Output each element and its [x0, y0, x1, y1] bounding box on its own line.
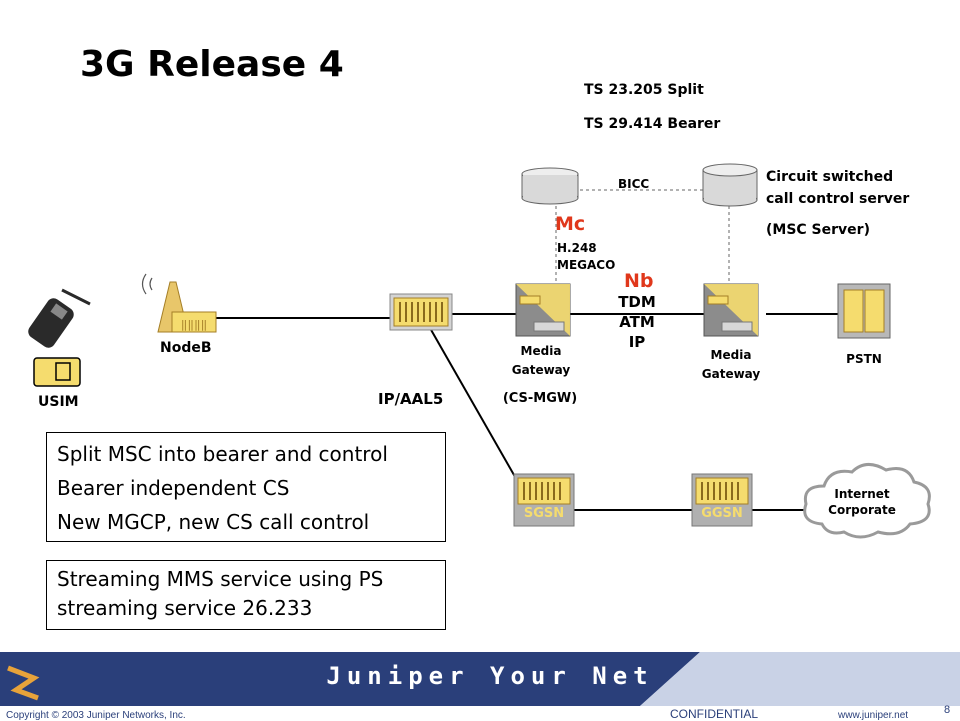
h248-label: H.248 MEGACO [557, 240, 615, 274]
page-number: 8 [944, 704, 951, 716]
corporate-line: Corporate [828, 503, 896, 517]
atm-label: ATM [619, 313, 655, 331]
internet-line: Internet [834, 487, 890, 501]
sgsn-icon [513, 473, 575, 527]
cs-server-line2: call control server [766, 191, 910, 207]
ggsn-label: GGSN [701, 506, 743, 521]
box1-line-2: Bearer independent CS [57, 476, 290, 500]
footer-band [0, 652, 960, 720]
nodeb-tower-icon: ‖‖‖‖ [141, 273, 217, 333]
internet-cloud-icon [803, 463, 931, 539]
nodeb-label: NodeB [160, 340, 212, 356]
box2-line-1: Streaming MMS service using PS [57, 567, 384, 591]
cs-mgw-label: (CS-MGW) [502, 391, 578, 406]
summary-box-2: Streaming MMS service using PS streaming… [46, 560, 446, 630]
media-gateway-2-label: Media Gateway [686, 346, 776, 384]
media-gateway-2-icon [703, 283, 759, 337]
msc-server-cylinder-2 [702, 163, 758, 207]
mgw1-line2: Gateway [511, 363, 571, 377]
mc-interface-label: Mc [555, 213, 586, 235]
cs-server-line1: Circuit switched [766, 169, 894, 185]
link-rnc-sgsn [429, 327, 519, 483]
sgsn-label: SGSN [523, 506, 565, 521]
pstn-label: PSTN [846, 352, 882, 366]
copyright-text: Copyright © 2003 Juniper Networks, Inc. [6, 710, 186, 721]
usim-card-icon [33, 357, 81, 387]
nb-transport-stack: TDM ATM IP [610, 292, 664, 352]
internet-cloud-label: Internet Corporate [812, 486, 912, 518]
cs-server-label: Circuit switched call control server [766, 166, 909, 210]
footer-brand-logo: Juniper Your Net [326, 662, 654, 690]
ts-bearer-label: TS 29.414 Bearer [584, 116, 721, 132]
tdm-label: TDM [618, 293, 656, 311]
mobile-phone-icon [28, 288, 91, 348]
media-gateway-1-label: Media Gateway [496, 342, 586, 380]
box1-line-3: New MGCP, new CS call control [57, 510, 370, 534]
megaco-line: MEGACO [557, 258, 616, 272]
summary-box-1: Split MSC into bearer and control Bearer… [46, 432, 446, 542]
svg-text:‖‖‖‖: ‖‖‖‖ [181, 318, 208, 331]
nb-interface-label: Nb [624, 270, 654, 292]
website-link[interactable]: www.juniper.net [838, 710, 909, 721]
page-title: 3G Release 4 [80, 44, 344, 85]
box1-line-1: Split MSC into bearer and control [57, 442, 388, 466]
usim-label: USIM [38, 394, 79, 410]
ip-aal5-label: IP/AAL5 [378, 390, 444, 408]
confidential-text: CONFIDENTIAL [670, 707, 759, 721]
mgw2-line2: Gateway [701, 367, 761, 381]
bicc-label: BICC [618, 177, 650, 191]
pstn-switch-icon [837, 283, 891, 339]
ts-split-label: TS 23.205 Split [584, 82, 704, 98]
ip-label: IP [628, 333, 646, 351]
msc-server-label: (MSC Server) [766, 222, 870, 238]
msc-server-cylinder-1 [521, 167, 579, 205]
rnc-rack-icon [389, 293, 453, 331]
ggsn-icon [691, 473, 753, 527]
mgw2-line1: Media [710, 348, 752, 362]
media-gateway-1-icon [515, 283, 571, 337]
mgw1-line1: Media [520, 344, 562, 358]
box2-line-2: streaming service 26.233 [57, 596, 313, 620]
h248-line: H.248 [557, 241, 597, 255]
